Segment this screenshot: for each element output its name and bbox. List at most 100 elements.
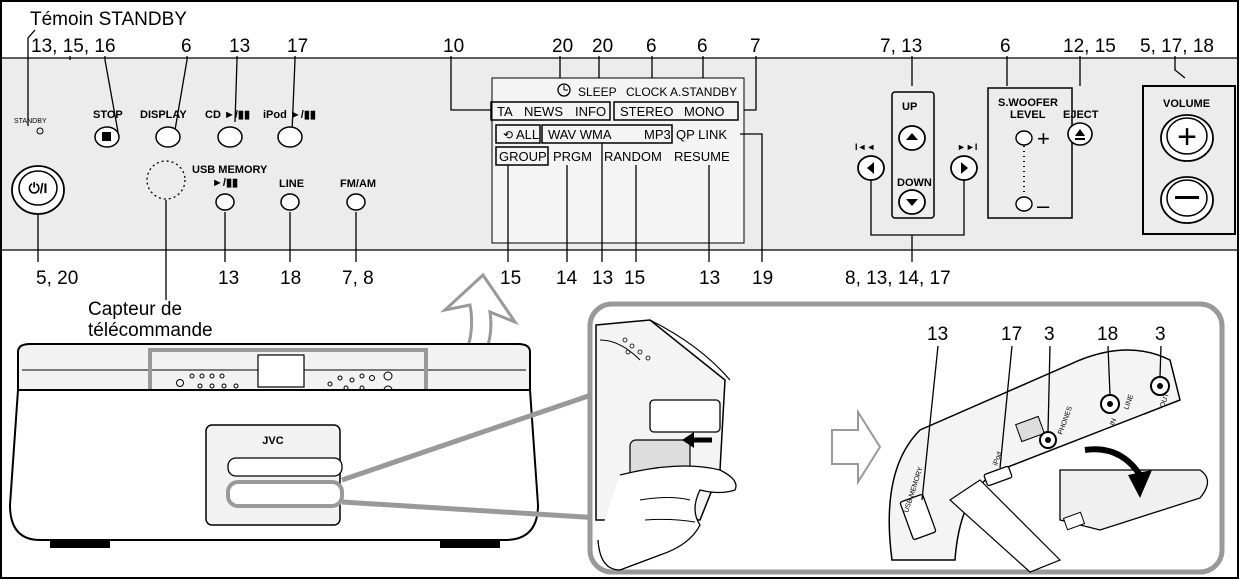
- callout-usb: 13: [218, 268, 239, 289]
- callout-swoofer: 6: [1000, 36, 1011, 57]
- next-button[interactable]: [950, 155, 978, 181]
- power-button[interactable]: ⏻/I: [11, 165, 65, 215]
- eject-label: EJECT: [1063, 109, 1099, 121]
- usb-label-line2: ►/▮▮: [212, 177, 238, 189]
- display-button[interactable]: [155, 126, 181, 148]
- swoofer-label-line1: S.WOOFER: [998, 97, 1058, 109]
- out-label: OUT: [1159, 392, 1171, 409]
- disp-qplink: QP LINK: [676, 127, 727, 142]
- ipod-port[interactable]: [983, 465, 1013, 487]
- disp-prgm: PRGM: [553, 149, 592, 164]
- repeat-all-box: [495, 124, 541, 144]
- callout-qplink: 19: [752, 268, 773, 289]
- volume-label: VOLUME: [1163, 98, 1210, 110]
- callout-random: 15: [624, 268, 645, 289]
- stereo-mono-box: [613, 101, 739, 121]
- usb-play-button[interactable]: [215, 193, 235, 211]
- power-symbol: ⏻/I: [29, 180, 48, 196]
- disp-astandby: A.STANDBY: [670, 85, 737, 99]
- push-arrow-icon: [682, 432, 694, 448]
- prev-button[interactable]: [857, 155, 885, 181]
- format-box: [541, 124, 673, 144]
- callout-cd: 13: [229, 36, 250, 57]
- plus-icon: +: [1037, 126, 1050, 151]
- callout-updown: 7, 13: [880, 36, 922, 57]
- display-bottom-leaders: [507, 133, 763, 262]
- callout-display: 6: [181, 36, 192, 57]
- fmam-button[interactable]: [346, 193, 366, 211]
- open-arrow-shaft: [1084, 446, 1143, 477]
- brand-logo: JVC: [262, 435, 283, 447]
- inset-callout-line-out: 3: [1155, 324, 1166, 345]
- swoofer-label-line2: LEVEL: [1010, 109, 1046, 121]
- callout-ipod: 17: [287, 36, 308, 57]
- inset-callout-line-in: 18: [1097, 324, 1118, 345]
- repeat-icon: ⟲: [503, 128, 513, 142]
- callout-clock: 6: [646, 36, 657, 57]
- usb-label-line1: USB MEMORY: [192, 164, 268, 176]
- ipod-label: iPod ►/▮▮: [263, 109, 316, 121]
- disp-sleep: SLEEP: [578, 85, 617, 99]
- top-leader-lines: [27, 29, 1186, 133]
- disp-info: INFO: [575, 104, 606, 119]
- disp-clock: CLOCK: [626, 85, 667, 99]
- volume-plus-icon: +: [1177, 118, 1197, 156]
- callout-group: 15: [500, 268, 521, 289]
- disp-news: NEWS: [524, 104, 563, 119]
- bottom-left-leaders: [37, 200, 357, 300]
- clock-icon: [557, 83, 571, 97]
- up-arrow-icon: [906, 133, 918, 140]
- fmam-label: FM/AM: [340, 178, 376, 190]
- eject-button[interactable]: [1067, 122, 1093, 146]
- hand-illustration: [595, 319, 737, 571]
- swoofer-plus-button[interactable]: [1015, 130, 1033, 146]
- minus-icon: –: [1037, 193, 1050, 218]
- disp-mp3: MP3: [644, 127, 671, 142]
- line-button[interactable]: [280, 193, 300, 211]
- callout-skip: 8, 13, 14, 17: [845, 268, 951, 289]
- usb-port[interactable]: [899, 494, 937, 540]
- ta-news-info-box: [490, 101, 611, 121]
- cd-button[interactable]: [217, 126, 243, 148]
- down-button[interactable]: [898, 189, 926, 215]
- stop-label: STOP: [93, 109, 123, 121]
- next-arrow-icon: [961, 162, 968, 174]
- disp-mono: MONO: [684, 104, 724, 119]
- stop-button[interactable]: [94, 126, 120, 148]
- volume-up-button[interactable]: +: [1160, 114, 1214, 162]
- disp-group: GROUP: [499, 149, 547, 164]
- disp-resume: RESUME: [674, 149, 730, 164]
- ipod-button[interactable]: [277, 126, 303, 148]
- disp-ta: TA: [497, 104, 513, 119]
- remote-sensor-caption-line1: Capteur de: [88, 299, 182, 320]
- display-window: [491, 77, 745, 244]
- remote-sensor: [146, 160, 186, 200]
- swoofer-frame: [987, 87, 1073, 219]
- down-label: DOWN: [897, 177, 932, 189]
- standby-label: STANDBY: [14, 118, 47, 125]
- remote-sensor-caption-line2: télécommande: [88, 320, 213, 341]
- main-unit: JVC: [8, 343, 540, 548]
- up-label: UP: [902, 101, 917, 113]
- inset-leaders: [921, 345, 1162, 501]
- unit-foot-left: [50, 540, 110, 548]
- in-label: IN: [1109, 418, 1118, 427]
- callout-fmam: 7, 8: [342, 268, 374, 289]
- disp-random: RANDOM: [604, 149, 662, 164]
- up-button[interactable]: [898, 125, 926, 151]
- volume-down-button[interactable]: [1160, 176, 1214, 224]
- prev-arrow-icon: [867, 162, 874, 174]
- stop-icon: [102, 132, 111, 141]
- step-arrow-icon: [831, 408, 882, 486]
- callout-mono: 7: [750, 36, 761, 57]
- open-arrow-icon: [1128, 470, 1152, 498]
- down-arrow-icon: [906, 199, 918, 206]
- connector-cover: [226, 480, 344, 508]
- inset-callout-usb: 13: [927, 324, 948, 345]
- callout-wma: 13: [592, 268, 613, 289]
- unit-display: [257, 354, 305, 388]
- inset-callout-ipod: 17: [1001, 324, 1022, 345]
- swoofer-minus-button[interactable]: [1015, 196, 1033, 212]
- unit-left-buttons: [176, 373, 239, 389]
- line-label: LINE: [279, 178, 304, 190]
